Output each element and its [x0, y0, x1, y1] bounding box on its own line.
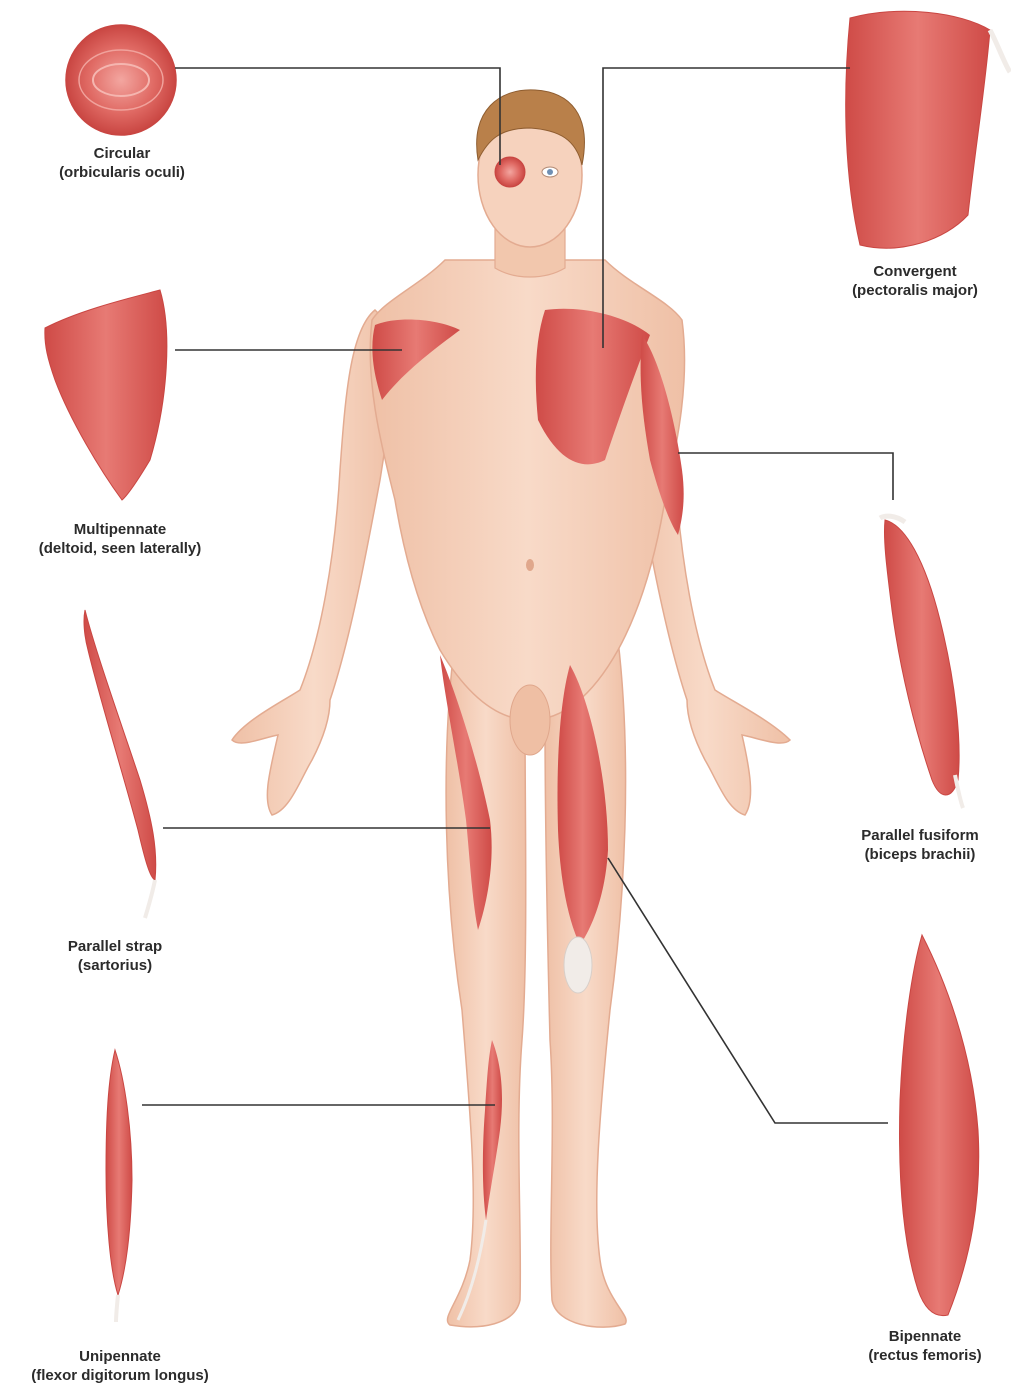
label-bipennate-example: (rectus femoris) — [840, 1346, 1010, 1365]
label-circular: Circular (orbicularis oculi) — [22, 144, 222, 182]
left-arm — [232, 310, 395, 815]
label-strap-example: (sartorius) — [25, 956, 205, 975]
label-bipennate: Bipennate (rectus femoris) — [840, 1327, 1010, 1365]
label-circular-example: (orbicularis oculi) — [22, 163, 222, 182]
multipennate-muscle-illustration — [45, 290, 167, 500]
unipennate-muscle-illustration — [106, 1050, 132, 1295]
leader-line-fusiform — [678, 453, 893, 500]
label-fusiform-example: (biceps brachii) — [830, 845, 1010, 864]
label-convergent-name: Convergent — [820, 262, 1010, 281]
label-multipennate-example: (deltoid, seen laterally) — [10, 539, 230, 558]
label-multipennate: Multipennate (deltoid, seen laterally) — [10, 520, 230, 558]
label-fusiform: Parallel fusiform (biceps brachii) — [830, 826, 1010, 864]
human-figure — [232, 90, 790, 1327]
fusiform-muscle-illustration — [884, 520, 959, 795]
label-unipennate-example: (flexor digitorum longus) — [0, 1366, 240, 1385]
leader-line-circular — [175, 68, 500, 165]
label-unipennate-name: Unipennate — [0, 1347, 240, 1366]
label-convergent: Convergent (pectoralis major) — [820, 262, 1010, 300]
leader-line-bipennate — [608, 858, 888, 1123]
label-multipennate-name: Multipennate — [10, 520, 230, 539]
label-fusiform-name: Parallel fusiform — [830, 826, 1010, 845]
label-bipennate-name: Bipennate — [840, 1327, 1010, 1346]
label-unipennate: Unipennate (flexor digitorum longus) — [0, 1347, 240, 1385]
label-strap: Parallel strap (sartorius) — [25, 937, 205, 975]
label-circular-name: Circular — [22, 144, 222, 163]
convergent-muscle-illustration — [846, 11, 990, 248]
patella-tendon — [564, 937, 592, 993]
label-convergent-example: (pectoralis major) — [820, 281, 1010, 300]
strap-muscle-illustration — [84, 610, 156, 880]
label-strap-name: Parallel strap — [25, 937, 205, 956]
groin — [510, 685, 550, 755]
bipennate-muscle-illustration — [900, 935, 979, 1316]
circular-muscle-illustration — [66, 25, 176, 135]
